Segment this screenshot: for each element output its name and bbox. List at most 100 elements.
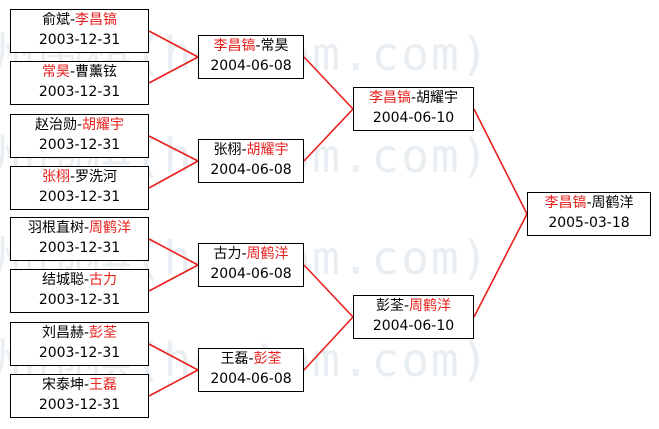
vs-dash: - [83,325,90,341]
match-box-r1-5: 羽根直树-周鹤洋 2003-12-31 [10,217,149,261]
connector-r1-3-to-r2-2 [148,135,199,162]
match-box-r2-1: 李昌镐-常昊 2004-06-08 [198,35,304,79]
match-players: 王磊-彭荃 [199,349,303,369]
player-2-name: 胡耀宇 [246,142,289,158]
player-1-name: 俞斌 [41,12,70,28]
match-box-r3-1: 李昌镐-胡耀宇 2004-06-10 [353,87,474,131]
connector-r1-6-to-r2-3 [148,264,199,292]
match-players: 羽根直树-周鹤洋 [11,218,148,238]
vs-dash: - [248,351,254,367]
connector-r3-2-to-r4-1 [473,213,528,318]
connector-r2-4-to-r3-2 [303,316,354,371]
connector-r2-2-to-r3-1 [303,108,354,162]
player-2-name: 周鹤洋 [409,298,452,314]
player-1-name: 张栩 [41,169,70,185]
vs-dash: - [69,169,76,185]
connector-r2-1-to-r3-1 [303,56,354,110]
vs-dash: - [83,220,90,236]
player-2-name: 彭荃 [253,351,282,367]
match-date: 2004-06-10 [372,318,455,334]
player-2-name: 曹薰铉 [75,64,118,80]
match-date: 2004-06-08 [210,266,292,282]
match-box-r2-4: 王磊-彭荃 2004-06-08 [198,348,304,392]
match-date: 2004-06-08 [210,58,292,74]
match-box-r2-2: 张栩-胡耀宇 2004-06-08 [198,139,304,183]
connector-r1-8-to-r2-4 [148,369,199,397]
connector-r1-5-to-r2-3 [148,238,199,266]
match-players: 张栩-胡耀宇 [199,140,303,160]
player-2-name: 胡耀宇 [82,117,125,133]
player-1-name: 常昊 [41,64,70,80]
match-players: 李昌镐-胡耀宇 [354,88,473,108]
player-1-name: 李昌镐 [368,90,411,106]
match-box-r1-4: 张栩-罗洗河 2003-12-31 [10,166,149,210]
vs-dash: - [403,298,410,314]
match-box-r1-8: 宋泰坤-王磊 2003-12-31 [10,374,149,418]
vs-dash: - [241,142,247,158]
match-players: 李昌镐-周鹤洋 [528,193,650,213]
match-players: 结城聪-古力 [11,270,148,290]
player-2-name: 周鹤洋 [246,246,289,262]
match-players: 俞斌-李昌镐 [11,10,148,30]
match-date: 2005-03-18 [548,215,630,231]
player-2-name: 常昊 [260,38,289,54]
vs-dash: - [83,272,90,288]
player-1-name: 赵治勋 [34,117,77,133]
match-box-r1-6: 结城聪-古力 2003-12-31 [10,269,149,313]
match-players: 常昊-曹薰铉 [11,62,148,82]
player-2-name: 古力 [89,272,118,288]
vs-dash: - [69,64,76,80]
player-1-name: 结城聪 [41,272,84,288]
match-players: 李昌镐-常昊 [199,36,303,56]
player-1-name: 刘昌赫 [41,325,84,341]
match-date: 2003-12-31 [38,240,121,256]
player-1-name: 李昌镐 [213,38,256,54]
match-box-r1-3: 赵治勋-胡耀宇 2003-12-31 [10,114,149,158]
match-players: 张栩-罗洗河 [11,167,148,187]
player-1-name: 张栩 [213,142,242,158]
match-date: 2003-12-31 [38,292,121,308]
match-players: 古力-周鹤洋 [199,244,303,264]
player-1-name: 彭荃 [375,298,404,314]
player-2-name: 胡耀宇 [416,90,459,106]
connector-r3-1-to-r4-1 [473,108,528,215]
match-box-r4-1: 李昌镐-周鹤洋 2005-03-18 [527,192,651,236]
match-box-r3-2: 彭荃-周鹤洋 2004-06-10 [353,295,474,339]
player-2-name: 周鹤洋 [89,220,132,236]
vs-dash: - [83,377,90,393]
player-2-name: 彭荃 [89,325,118,341]
match-date: 2004-06-10 [372,110,455,126]
vs-dash: - [241,246,247,262]
match-date: 2003-12-31 [38,345,121,361]
match-date: 2003-12-31 [38,32,121,48]
vs-dash: - [255,38,261,54]
player-2-name: 罗洗河 [75,169,118,185]
connector-r1-2-to-r2-1 [148,56,199,84]
match-players: 宋泰坤-王磊 [11,375,148,395]
vs-dash: - [586,195,592,211]
connector-r1-1-to-r2-1 [148,30,199,58]
connector-r1-4-to-r2-2 [148,160,199,189]
player-1-name: 李昌镐 [544,195,587,211]
match-box-r1-2: 常昊-曹薰铉 2003-12-31 [10,61,149,105]
match-date: 2003-12-31 [38,137,121,153]
vs-dash: - [410,90,417,106]
match-date: 2004-06-08 [210,371,292,387]
match-date: 2003-12-31 [38,84,121,100]
connector-r1-7-to-r2-4 [148,343,199,371]
player-1-name: 王磊 [220,351,249,367]
match-date: 2003-12-31 [38,189,121,205]
match-date: 2004-06-08 [210,162,292,178]
player-2-name: 王磊 [89,377,118,393]
connector-r2-3-to-r3-2 [303,264,354,318]
match-box-r1-7: 刘昌赫-彭荃 2003-12-31 [10,322,149,366]
match-box-r1-1: 俞斌-李昌镐 2003-12-31 [10,9,149,53]
player-1-name: 宋泰坤 [41,377,84,393]
match-players: 刘昌赫-彭荃 [11,323,148,343]
match-date: 2003-12-31 [38,397,121,413]
player-2-name: 李昌镐 [75,12,118,28]
player-1-name: 羽根直树 [27,220,84,236]
match-box-r2-3: 古力-周鹤洋 2004-06-08 [198,243,304,287]
match-players: 赵治勋-胡耀宇 [11,115,148,135]
